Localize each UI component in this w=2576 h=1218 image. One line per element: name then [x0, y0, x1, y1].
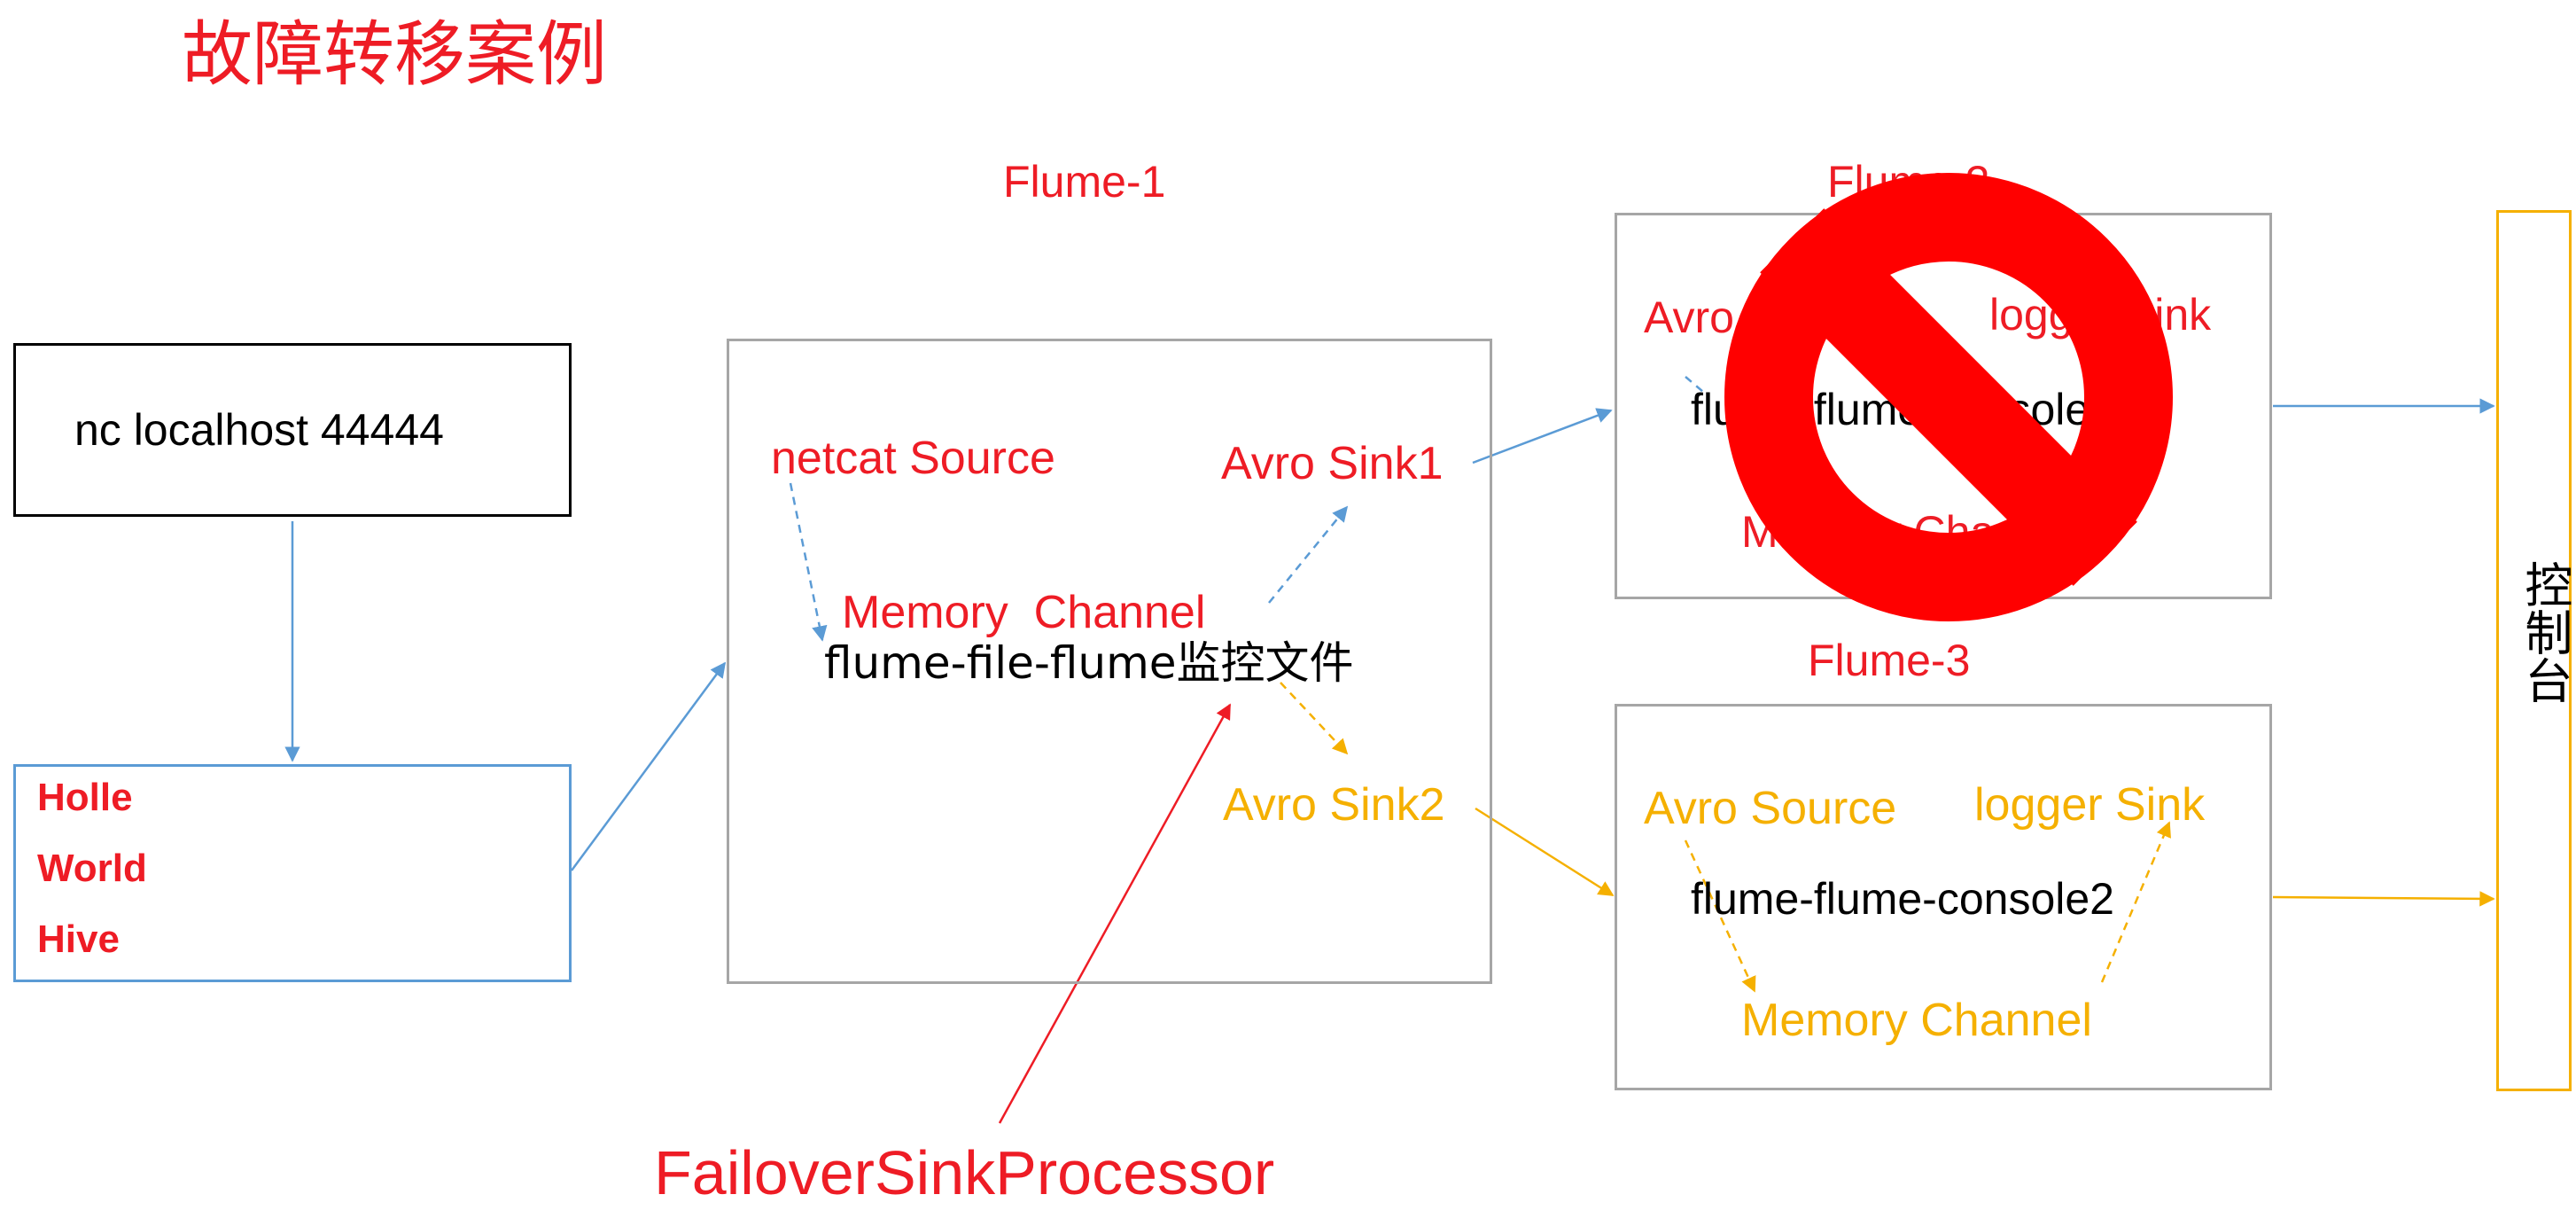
flume1-sink1-label: Avro Sink1	[1221, 438, 1444, 489]
arrow-sink1-to-flume2	[1472, 408, 1613, 465]
input-box	[13, 764, 572, 982]
arrow-sink2-to-flume3	[1475, 807, 1615, 897]
flume3-job-label: flume-flume-console2	[1691, 874, 2114, 924]
flume1-title: Flume-1	[1003, 157, 1166, 207]
arrow-source-to-channel	[789, 482, 828, 642]
failover-processor-label: FailoverSinkProcessor	[654, 1138, 1275, 1207]
flume1-box	[727, 339, 1492, 984]
arrow-processor-to-flume1	[998, 703, 1232, 1124]
flume3-title: Flume-3	[1808, 636, 1971, 685]
flume1-channel-label: Memory Channel	[842, 587, 1206, 638]
nc-command-box	[13, 343, 572, 517]
prohibited-icon	[1724, 173, 2173, 621]
arrow-flume3-channel-to-sink	[2100, 821, 2171, 983]
page-title: 故障转移案例	[182, 13, 607, 96]
arrow-flume2-source-to-channel	[1685, 376, 1704, 393]
arrow-channel-to-sink2	[1280, 682, 1349, 755]
arrow-flume3-to-console	[2272, 891, 2495, 907]
input-line-2: World	[37, 847, 147, 890]
input-line-3: Hive	[37, 917, 120, 961]
arrow-channel-to-sink1	[1268, 505, 1349, 604]
flume1-job-label: flume-file-flume监控文件	[824, 637, 1354, 689]
arrow-input-to-flume1	[570, 661, 727, 871]
input-line-1: Holle	[37, 776, 133, 819]
flume3-source-label: Avro Source	[1644, 783, 1897, 834]
nc-command-label: nc localhost 44444	[74, 405, 444, 455]
flume3-box	[1615, 704, 2272, 1090]
console-label: 控制台	[2516, 560, 2572, 704]
flume3-channel-label: Memory Channel	[1741, 995, 2092, 1046]
flume3-sink-label: logger Sink	[1974, 779, 2206, 831]
flume1-sink2-label: Avro Sink2	[1223, 779, 1445, 831]
console-box	[2496, 210, 2572, 1091]
flume1-source-label: netcat Source	[771, 433, 1055, 484]
